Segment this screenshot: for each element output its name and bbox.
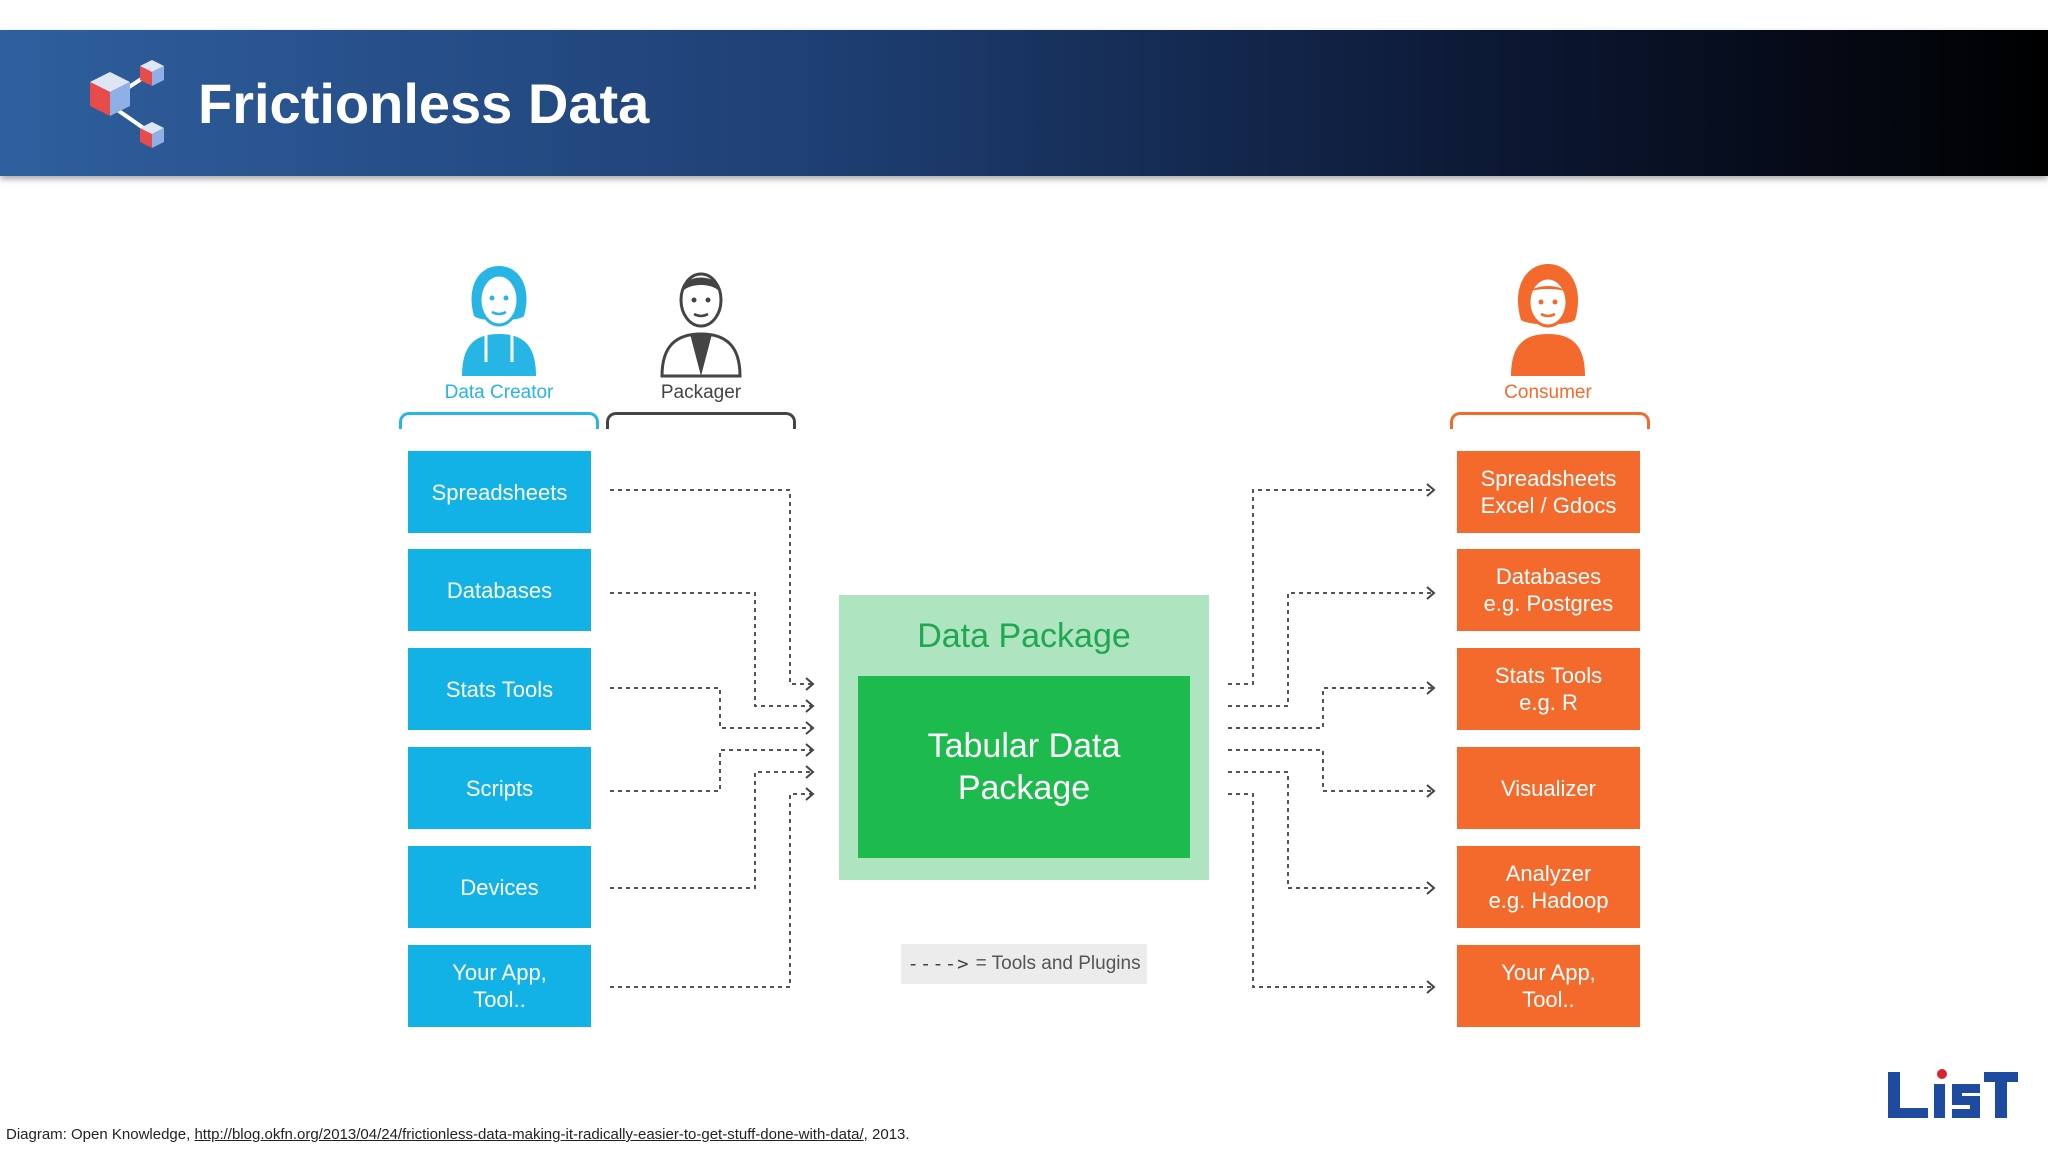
woman-avatar-icon (1511, 264, 1585, 376)
persona-consumer: Consumer (1448, 258, 1648, 404)
connector-line (610, 749, 812, 792)
consumer-box: Your App,Tool.. (1457, 945, 1640, 1027)
persona-data-creator: Data Creator (399, 258, 599, 404)
connector-lines (610, 483, 1436, 994)
connector-line (1228, 793, 1432, 988)
connector-line (610, 771, 812, 889)
connector-line (610, 687, 812, 729)
connector-line (610, 489, 812, 685)
persona-label: Consumer (1504, 382, 1592, 403)
arrowhead (805, 743, 815, 757)
title-banner: Frictionless Data (0, 30, 2048, 176)
source-link[interactable]: http://blog.okfn.org/2013/04/24/friction… (194, 1126, 864, 1143)
network-cubes-icon (90, 60, 164, 148)
consumer-bracket (1450, 412, 1650, 429)
legend-text: = Tools and Plugins (975, 953, 1141, 974)
source-box: Stats Tools (408, 648, 591, 730)
connector-line (1228, 592, 1432, 707)
source-box: Devices (408, 846, 591, 928)
creator-bracket (399, 412, 599, 429)
arrowhead (805, 699, 815, 713)
packager-bracket (606, 412, 796, 429)
persona-label: Packager (660, 382, 742, 403)
arrowhead (1426, 881, 1436, 895)
woman-avatar-icon (462, 266, 536, 376)
source-box: Databases (408, 549, 591, 631)
arrowhead (1426, 483, 1436, 497)
persona-packager: Packager (601, 258, 801, 404)
source-box: Your App,Tool.. (408, 945, 591, 1027)
caption-suffix: , 2013. (863, 1126, 910, 1143)
source-caption: Diagram: Open Knowledge, http://blog.okf… (6, 1126, 910, 1143)
data-flow-diagram: Data Creator Packager Consumer Spreadshe… (380, 250, 1680, 1050)
connector-line (1228, 749, 1432, 792)
list-logo (1888, 1069, 2018, 1118)
legend: ----> = Tools and Plugins (901, 944, 1147, 984)
arrowhead (805, 677, 815, 691)
source-box: Scripts (408, 747, 591, 829)
connector-line (1228, 771, 1432, 889)
connector-line (1228, 489, 1432, 685)
legend-arrow: ----> (907, 953, 970, 975)
data-package-label: Data Package (917, 617, 1131, 655)
consumer-box: Visualizer (1457, 747, 1640, 829)
arrowhead (805, 787, 815, 801)
caption-prefix: Diagram: Open Knowledge, (6, 1126, 195, 1143)
arrowhead (1426, 586, 1436, 600)
arrowhead (1426, 681, 1436, 695)
source-box: Spreadsheets (408, 451, 591, 533)
man-avatar-icon (660, 272, 742, 378)
persona-label: Data Creator (444, 382, 554, 403)
arrowhead (1426, 980, 1436, 994)
arrowhead (1426, 784, 1436, 798)
page-title: Frictionless Data (198, 72, 650, 135)
connector-line (610, 592, 812, 707)
connector-line (1228, 687, 1432, 729)
connector-line (610, 793, 812, 988)
arrowhead (805, 765, 815, 779)
arrowhead (805, 721, 815, 735)
